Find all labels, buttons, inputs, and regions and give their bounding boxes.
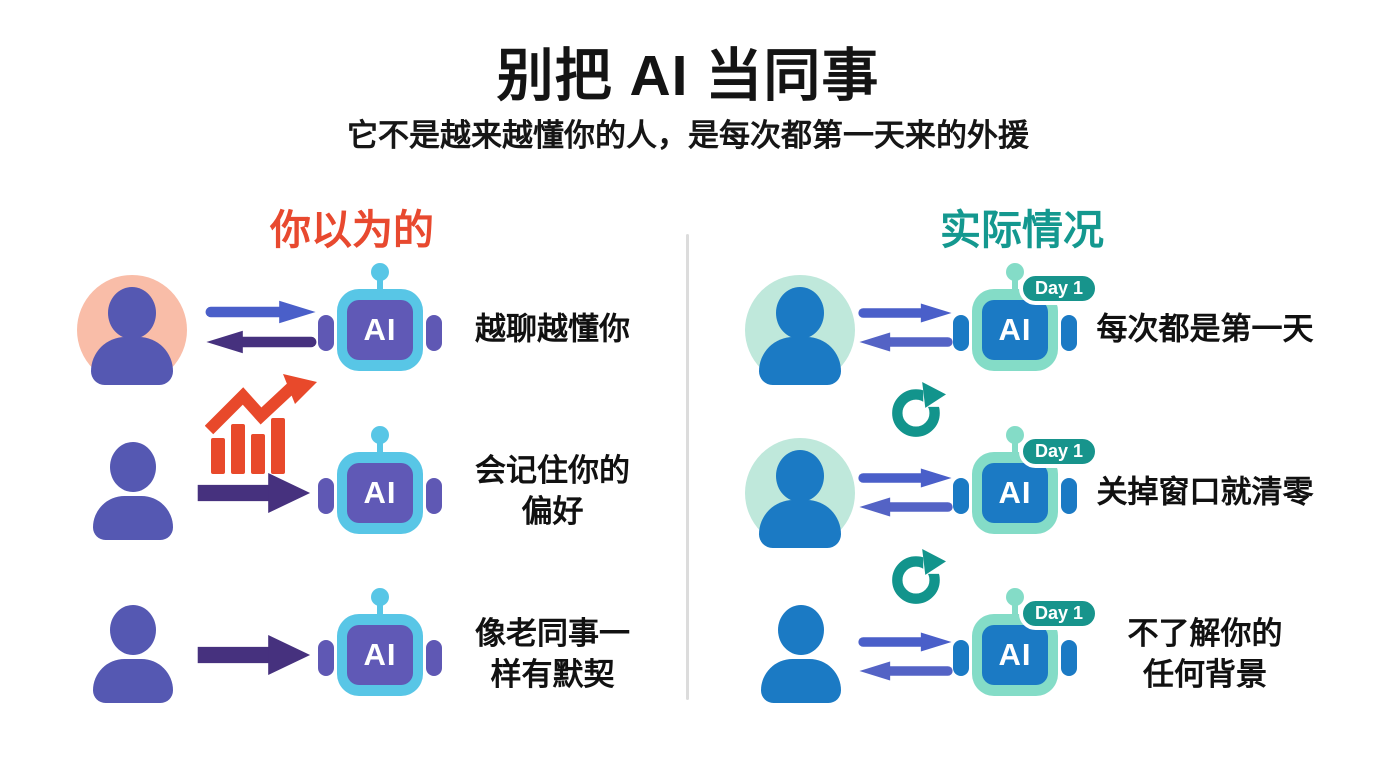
user-avatar xyxy=(755,605,847,703)
user-avatar xyxy=(87,605,179,703)
growth-chart-icon xyxy=(205,374,317,474)
ai-robot-icon: AI Day 1 xyxy=(953,426,1100,534)
one-way-arrow-icon xyxy=(192,472,312,514)
ai-robot-icon: AI xyxy=(318,426,442,534)
left-row2-label: 会记住你的 偏好 xyxy=(475,453,630,529)
ai-robot-icon: AI Day 1 xyxy=(953,588,1100,696)
user-avatar-mint xyxy=(745,438,855,548)
ai-robot-icon: AI Day 1 xyxy=(953,263,1100,371)
user-avatar xyxy=(87,442,179,540)
ai-label: AI xyxy=(347,625,413,685)
one-way-arrow-icon xyxy=(192,634,312,676)
left-row1-label: 越聊越懂你 xyxy=(475,311,630,347)
bidirectional-arrows-icon xyxy=(858,631,953,682)
page-subtitle: 它不是越来越懂你的人，是每次都第一天来的外援 xyxy=(347,118,1029,153)
page-title: 别把 AI 当同事 xyxy=(496,44,880,108)
user-avatar-mint xyxy=(745,275,855,385)
refresh-icon xyxy=(892,382,946,437)
left-column-heading: 你以为的 xyxy=(270,207,434,253)
antenna-icon xyxy=(371,588,389,606)
bidirectional-arrows-icon xyxy=(858,302,953,353)
left-row3-label: 像老同事一 样有默契 xyxy=(475,616,630,692)
right-row3-label: 不了解你的 任何背景 xyxy=(1127,616,1283,692)
day1-badge: Day 1 xyxy=(1019,597,1100,630)
column-divider xyxy=(686,234,689,700)
antenna-icon xyxy=(1006,263,1024,281)
refresh-icon xyxy=(892,549,946,604)
ai-robot-icon: AI xyxy=(318,588,442,696)
right-row2-label: 关掉窗口就清零 xyxy=(1096,474,1314,510)
ai-label: AI xyxy=(347,463,413,523)
bidirectional-arrows-icon xyxy=(197,299,325,355)
antenna-icon xyxy=(1006,426,1024,444)
ai-robot-icon: AI xyxy=(318,263,442,371)
day1-badge: Day 1 xyxy=(1019,435,1100,468)
ai-label: AI xyxy=(982,625,1048,685)
bidirectional-arrows-icon xyxy=(858,467,953,518)
day1-badge: Day 1 xyxy=(1019,272,1100,305)
user-avatar-peach xyxy=(77,275,187,385)
ai-label: AI xyxy=(982,463,1048,523)
ai-label: AI xyxy=(347,300,413,360)
ai-label: AI xyxy=(982,300,1048,360)
right-row1-label: 每次都是第一天 xyxy=(1096,311,1314,347)
antenna-icon xyxy=(1006,588,1024,606)
antenna-icon xyxy=(371,426,389,444)
antenna-icon xyxy=(371,263,389,281)
right-column-heading: 实际情况 xyxy=(940,207,1104,253)
